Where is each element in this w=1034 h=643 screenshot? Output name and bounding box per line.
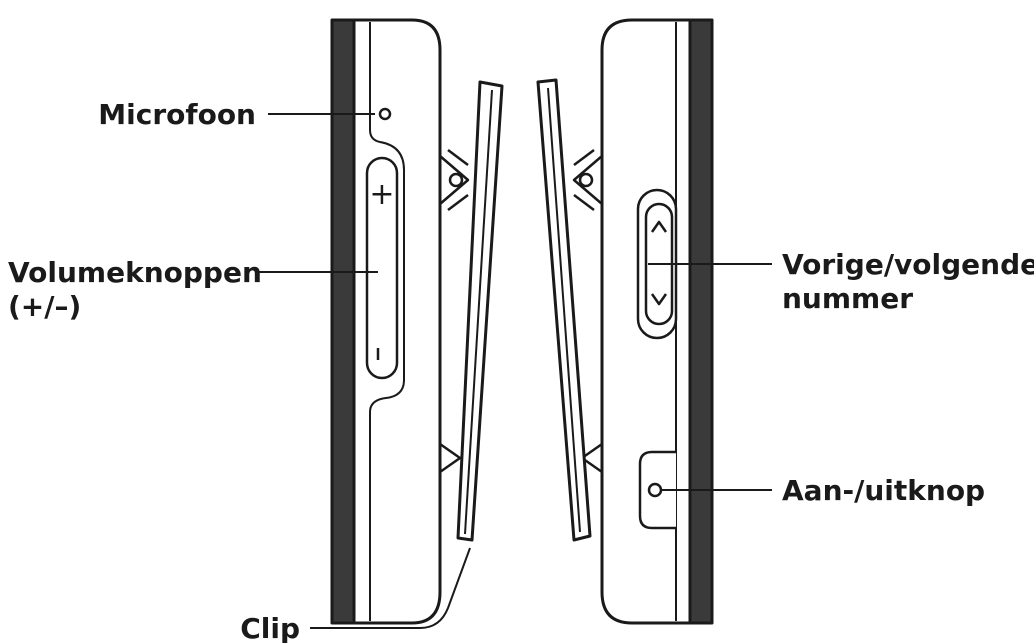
label-volume-line1: Volumeknoppen <box>8 256 262 289</box>
track-up-icon <box>650 220 668 233</box>
label-track-line1: Vorige/volgende <box>782 248 1034 281</box>
right-device <box>572 18 714 625</box>
volume-rocker[interactable] <box>365 156 399 380</box>
callout-lines <box>256 113 772 629</box>
right-clip-arm-inner <box>547 87 581 533</box>
left-device: + <box>330 18 470 625</box>
label-power: Aan-/uitknop <box>782 474 985 507</box>
volume-plus-glyph: + <box>369 177 394 212</box>
label-track-line2: nummer <box>782 282 913 315</box>
labels: Microfoon Volumeknoppen (+/–) Vorige/vol… <box>8 98 1034 643</box>
left-clip-arm <box>456 80 504 542</box>
left-device-groove <box>369 22 405 621</box>
left-device-dark-band <box>330 18 356 625</box>
left-hinge-top-pin <box>448 172 464 188</box>
label-microphone: Microfoon <box>98 98 256 131</box>
left-hinge-bottom <box>439 442 462 474</box>
clip-callout-line <box>310 547 471 629</box>
right-device-dark-band <box>688 18 714 625</box>
right-clip <box>536 78 592 542</box>
left-hinge-top <box>439 149 470 211</box>
microphone-hole-icon <box>378 107 392 121</box>
left-clip <box>456 80 504 542</box>
label-volume-line2: (+/–) <box>8 290 81 323</box>
left-clip-arm-inner <box>464 89 493 535</box>
right-hinge-top <box>572 149 603 211</box>
power-button-housing <box>638 450 676 530</box>
right-hinge-top-pin <box>578 172 594 188</box>
track-down-icon <box>650 293 668 306</box>
label-clip: Clip <box>240 612 300 643</box>
